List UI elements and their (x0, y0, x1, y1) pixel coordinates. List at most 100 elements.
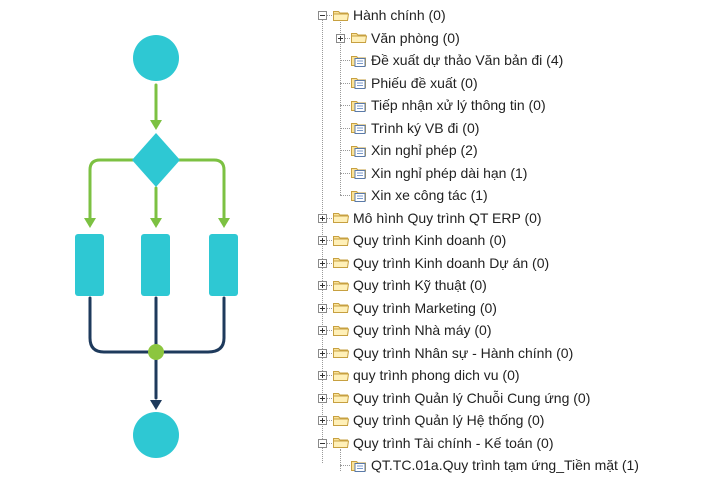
tree-folder-item[interactable]: Quy trình Nhân sự - Hành chính (0) (332, 344, 573, 362)
tree-guide-line (322, 262, 334, 264)
arrow-head (218, 218, 230, 228)
expand-toggle[interactable] (318, 281, 327, 290)
expand-toggle[interactable] (318, 348, 327, 358)
expand-toggle[interactable] (318, 213, 327, 223)
tree-guide-line (340, 448, 341, 471)
tree-folder-item[interactable]: Văn phòng (0) (350, 29, 460, 47)
document-icon (350, 188, 368, 203)
process-node (75, 234, 104, 296)
tree-item-label: Hành chính (0) (353, 7, 446, 23)
arrow-head (150, 120, 162, 130)
folder-icon (332, 435, 350, 450)
expand-toggle[interactable] (318, 258, 327, 268)
tree-document-item[interactable]: Xin xe công tác (1) (350, 186, 488, 204)
tree-item-label: quy trình phong dich vu (0) (353, 367, 520, 383)
process-flow-diagram-icon (75, 35, 238, 458)
tree-document-item[interactable]: Tiếp nhận xử lý thông tin (0) (350, 96, 546, 114)
folder-icon (332, 255, 350, 270)
arrow-head (84, 218, 96, 228)
tree-guide-line (322, 240, 334, 241)
tree-folder-item[interactable]: Quy trình Quản lý Chuỗi Cung ứng (0) (332, 389, 590, 407)
tree-folder-item[interactable]: quy trình phong dich vu (0) (332, 366, 520, 384)
tree-guide-line (340, 37, 352, 39)
tree-guide-line (340, 172, 352, 174)
expand-toggle[interactable] (318, 393, 327, 403)
tree-guide-line (322, 420, 334, 421)
tree-folder-item[interactable]: Quy trình Kỹ thuật (0) (332, 276, 487, 294)
tree-guide-line (322, 442, 334, 444)
tree-document-item[interactable]: Xin nghỉ phép dài hạn (1) (350, 164, 527, 182)
expand-toggle[interactable] (336, 33, 345, 43)
tree-guide-line (322, 352, 334, 354)
flow-connector (176, 158, 226, 220)
expand-toggle[interactable] (318, 236, 327, 245)
tree-item-label: Văn phòng (0) (371, 29, 460, 46)
tree-item-label: Quy trình Quản lý Hệ thống (0) (353, 412, 545, 428)
collapse-toggle[interactable] (318, 11, 327, 20)
tree-guide-line (340, 195, 352, 196)
tree-document-item[interactable]: Trình ký VB đi (0) (350, 119, 479, 137)
flow-connector (88, 158, 136, 220)
tree-guide-line (340, 105, 352, 106)
folder-icon (332, 345, 350, 360)
tree-item-label: Đề xuất dự thảo Văn bản đi (4) (371, 52, 564, 68)
tree-item-label: Xin nghỉ phép (2) (371, 142, 478, 158)
process-node (141, 234, 170, 296)
tree-guide-line (340, 127, 352, 129)
tree-folder-item[interactable]: Quy trình Kinh doanh (0) (332, 231, 506, 249)
tree-guide-line (322, 397, 334, 399)
tree-folder-item[interactable]: Quy trình Kinh doanh Dự án (0) (332, 254, 549, 272)
tree-folder-item[interactable]: Quy trình Tài chính - Kế toán (0) (332, 434, 554, 452)
tree-document-item[interactable]: Phiếu đề xuất (0) (350, 74, 478, 92)
document-icon (350, 120, 368, 135)
document-icon (350, 165, 368, 180)
tree-guide-line (340, 465, 352, 466)
tree-folder-item[interactable]: Quy trình Marketing (0) (332, 299, 497, 317)
folder-icon (332, 390, 350, 405)
tree-item-label: Tiếp nhận xử lý thông tin (0) (371, 97, 546, 113)
tree-item-label: Quy trình Kinh doanh Dự án (0) (353, 254, 550, 271)
expand-toggle[interactable] (318, 416, 327, 425)
tree-item-label: QT.TC.01a.Quy trình tạm ứng_Tiền mặt (1) (371, 457, 639, 473)
tree-guide-line (340, 82, 352, 84)
expand-toggle[interactable] (318, 326, 327, 335)
tree-folder-item[interactable]: Mô hình Quy trình QT ERP (0) (332, 209, 542, 227)
junction-node (148, 344, 164, 360)
start-node (133, 35, 179, 81)
tree-document-item[interactable]: Xin nghỉ phép (2) (350, 141, 478, 159)
tree-guide-line (322, 307, 334, 309)
tree-item-label: Quy trình Nhân sự - Hành chính (0) (353, 344, 574, 361)
tree-guide-line (322, 330, 334, 331)
document-icon (350, 98, 368, 113)
folder-icon (332, 278, 350, 293)
decision-node (132, 133, 180, 187)
document-icon (350, 143, 368, 158)
tree-item-label: Quy trình Kinh doanh (0) (353, 232, 507, 248)
tree-guide-line (322, 285, 334, 286)
tree-document-item[interactable]: Đề xuất dự thảo Văn bản đi (4) (350, 51, 563, 69)
tree-folder-item[interactable]: Hành chính (0) (332, 6, 446, 24)
document-icon (350, 53, 368, 68)
tree-guide-line (322, 15, 334, 16)
tree-item-label: Quy trình Quản lý Chuỗi Cung ứng (0) (353, 389, 591, 406)
process-node (209, 234, 238, 296)
end-node (133, 412, 179, 458)
tree-folder-item[interactable]: Quy trình Quản lý Hệ thống (0) (332, 411, 544, 429)
tree-item-label: Mô hình Quy trình QT ERP (0) (353, 209, 542, 226)
tree-guide-line (322, 217, 334, 219)
document-icon (350, 458, 368, 473)
folder-icon (332, 368, 350, 383)
tree-folder-item[interactable]: Quy trình Nhà máy (0) (332, 321, 492, 339)
arrow-head (150, 400, 162, 410)
tree-item-label: Quy trình Kỹ thuật (0) (353, 277, 487, 293)
collapse-toggle[interactable] (318, 438, 327, 448)
tree-guide-line (340, 60, 352, 61)
tree-guide-line (322, 375, 334, 376)
folder-icon (332, 210, 350, 225)
expand-toggle[interactable] (318, 371, 327, 380)
tree-document-item[interactable]: QT.TC.01a.Quy trình tạm ứng_Tiền mặt (1) (350, 456, 639, 474)
folder-icon (332, 413, 350, 428)
expand-toggle[interactable] (318, 303, 327, 313)
tree-item-label: Quy trình Marketing (0) (353, 299, 497, 316)
